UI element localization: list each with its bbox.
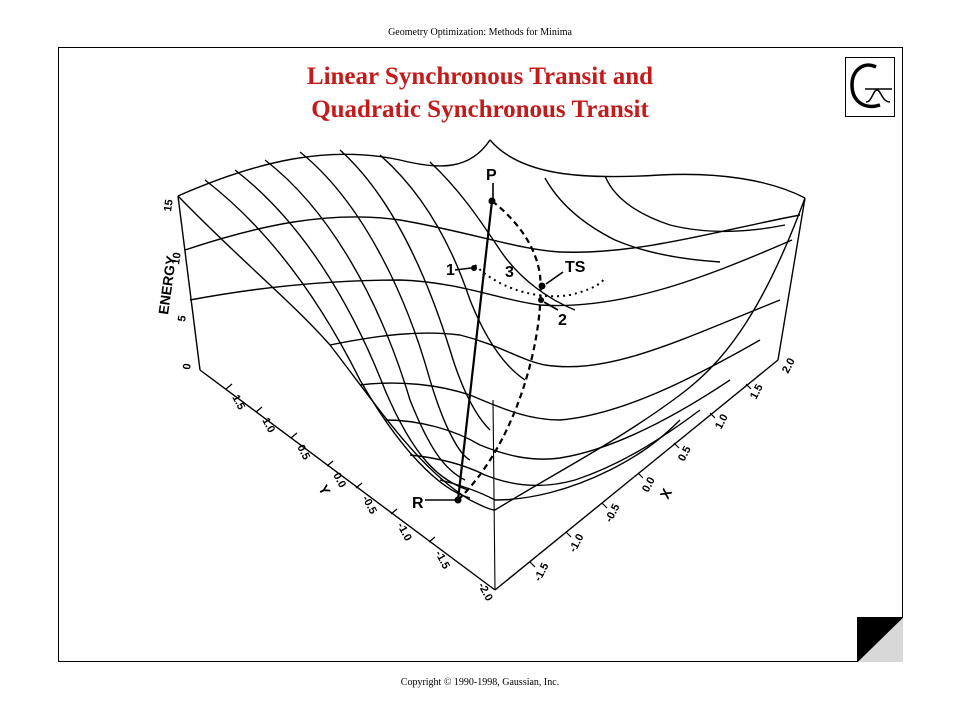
gaussian-logo-icon xyxy=(850,63,892,108)
grid-line xyxy=(439,419,681,501)
gaussian-logo xyxy=(845,57,895,117)
surface-back-right-edge xyxy=(489,139,806,199)
y-tick: -1.0 xyxy=(394,521,414,543)
label-ts: TS xyxy=(565,259,586,276)
qst-path xyxy=(457,200,542,501)
grid-line xyxy=(234,169,469,491)
y-base-line xyxy=(199,369,496,591)
right-edge-line xyxy=(777,197,806,361)
grid-line xyxy=(264,159,466,481)
pointer-2 xyxy=(543,301,559,311)
grid-line xyxy=(339,149,491,431)
point-1-marker xyxy=(471,265,477,271)
surface-left-edge xyxy=(177,195,496,511)
x-axis-label: X xyxy=(657,485,676,501)
slide-title: Linear Synchronous Transit and Quadratic… xyxy=(120,60,840,126)
page-corner-icon xyxy=(857,617,903,662)
energy-axis-line xyxy=(177,195,201,371)
x-tick: -0.5 xyxy=(603,502,623,524)
point-p-marker xyxy=(488,197,496,205)
energy-tick-15: 15 xyxy=(162,199,176,213)
point-2-marker xyxy=(538,297,544,303)
grid-line xyxy=(544,177,721,263)
surface-back-left-edge xyxy=(177,139,491,197)
energy-tick-10: 10 xyxy=(170,252,184,266)
title-line-1: Linear Synchronous Transit and xyxy=(306,63,654,90)
y-tick: -2.0 xyxy=(475,581,495,603)
grid-line xyxy=(359,339,761,421)
lst-path xyxy=(456,200,494,501)
y-tick: 1.0 xyxy=(259,416,277,435)
point-r-marker xyxy=(454,496,462,504)
grid-line xyxy=(604,175,786,233)
label-3: 3 xyxy=(505,264,514,281)
grid-line xyxy=(189,239,793,307)
x-base-line xyxy=(494,359,779,591)
grid-line xyxy=(329,299,781,368)
label-p: P xyxy=(486,167,497,184)
x-tick: 1.5 xyxy=(748,382,766,401)
slide-footer: Copyright © 1990-1998, Gaussian, Inc. xyxy=(400,677,560,688)
grid-line xyxy=(299,151,471,461)
y-tick: 1.5 xyxy=(229,393,247,412)
slide-frame xyxy=(58,47,903,662)
y-tick: -0.5 xyxy=(359,494,379,516)
grid-line xyxy=(429,161,576,311)
pointer-ts xyxy=(545,271,564,285)
grid-line xyxy=(184,214,801,253)
label-2: 2 xyxy=(558,312,567,329)
x-tick: 2.0 xyxy=(780,356,798,375)
label-r: R xyxy=(412,495,424,512)
energy-tick-0: 0 xyxy=(181,363,194,371)
y-tick: 0.5 xyxy=(294,443,312,462)
grid-line xyxy=(379,154,526,381)
y-tick: -1.5 xyxy=(432,549,452,571)
x-tick: 1.0 xyxy=(713,412,731,431)
valley-dotted-path xyxy=(474,264,606,298)
point-ts-marker xyxy=(538,282,546,290)
title-line-2: Quadratic Synchronous Transit xyxy=(311,96,649,123)
front-vertical-line xyxy=(492,399,496,591)
grid-line xyxy=(409,409,701,487)
surface-right-edge xyxy=(494,197,806,511)
slide-header: Geometry Optimization: Methods for Minim… xyxy=(388,27,572,38)
pointer-1 xyxy=(454,267,472,271)
grid-line xyxy=(204,179,471,499)
energy-tick-5: 5 xyxy=(176,315,189,323)
grid-line xyxy=(384,379,731,460)
x-tick: -1.5 xyxy=(532,561,552,583)
y-axis-label: Y xyxy=(315,482,334,498)
label-1: 1 xyxy=(446,262,455,279)
